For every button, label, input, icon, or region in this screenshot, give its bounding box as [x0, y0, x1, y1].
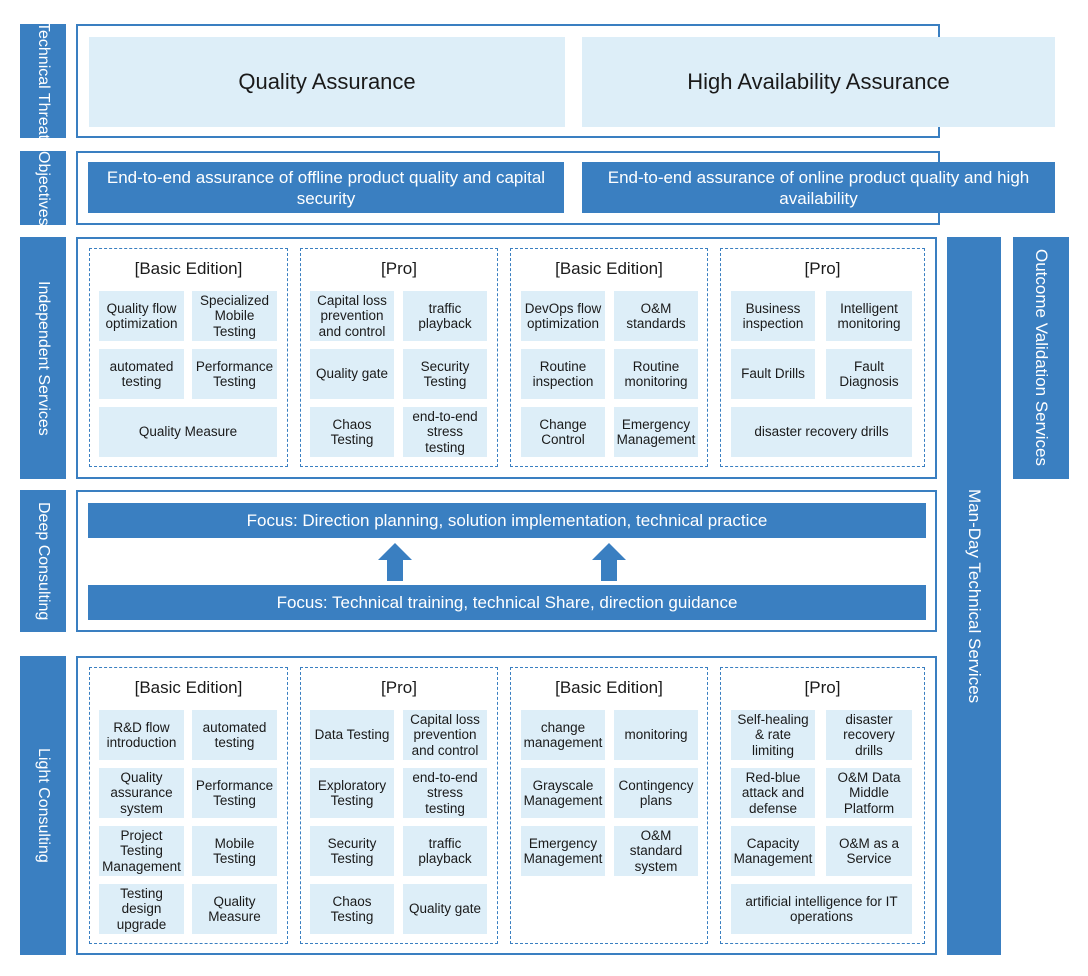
group-title: [Basic Edition] [555, 678, 663, 697]
service-cell: Red-blue attack and defense [731, 768, 815, 818]
service-cell: Emergency Management [614, 407, 698, 457]
service-cell: Mobile Testing [192, 826, 277, 876]
focus-top-bar: Focus: Direction planning, solution impl… [88, 503, 926, 538]
service-cell: change management [521, 710, 605, 760]
group-title: [Pro] [804, 678, 841, 697]
service-cell: Chaos Testing [310, 884, 394, 934]
service-cell: Quality Measure [192, 884, 277, 934]
service-cell: automated testing [99, 349, 184, 399]
service-cell: Testing design upgrade [99, 884, 184, 934]
service-cell: Routine inspection [521, 349, 605, 399]
service-cell: Quality flow optimization [99, 291, 184, 341]
up-arrow-icon [378, 543, 412, 581]
light-group-pro-1: [Pro] Data Testing Capital loss preventi… [300, 667, 498, 944]
service-cell: O&M standards [614, 291, 698, 341]
group-title: [Pro] [381, 259, 417, 278]
service-cell: Chaos Testing [310, 407, 394, 457]
threat-high-availability: High Availability Assurance [582, 37, 1055, 127]
threat-quality-assurance: Quality Assurance [89, 37, 565, 127]
service-cell: Intelligent monitoring [826, 291, 912, 341]
independent-group-pro-1: [Pro] Capital loss prevention and contro… [300, 248, 498, 467]
service-cell: end-to-end stress testing [403, 768, 487, 818]
service-cell: Capital loss prevention and control [403, 710, 487, 760]
outcome-validation-services: Outcome Validation Services [1013, 237, 1069, 479]
group-title: [Basic Edition] [555, 259, 663, 278]
service-cell: R&D flow introduction [99, 710, 184, 760]
service-cell: O&M Data Middle Platform [826, 768, 912, 818]
service-cell: artificial intelligence for IT operation… [731, 884, 912, 934]
group-title: [Pro] [381, 678, 417, 697]
service-cell: O&M standard system [614, 826, 698, 876]
objective-online: End-to-end assurance of online product q… [582, 162, 1055, 213]
service-cell: Emergency Management [521, 826, 605, 876]
row-label-technical-threat: Technical Threat [20, 22, 66, 140]
row-label-objectives: Objectives [20, 151, 66, 225]
group-title: [Pro] [804, 259, 841, 278]
service-cell: Fault Drills [731, 349, 815, 399]
objective-offline: End-to-end assurance of offline product … [88, 162, 564, 213]
service-cell: monitoring [614, 710, 698, 760]
service-cell: Quality assurance system [99, 768, 184, 818]
service-cell: Fault Diagnosis [826, 349, 912, 399]
service-cell: traffic playback [403, 291, 487, 341]
group-title: [Basic Edition] [134, 678, 243, 697]
service-cell: traffic playback [403, 826, 487, 876]
light-group-basic-1: [Basic Edition] R&D flow introduction au… [89, 667, 288, 944]
service-cell: Performance Testing [192, 768, 277, 818]
service-cell: Specialized Mobile Testing [192, 291, 277, 341]
service-cell: DevOps flow optimization [521, 291, 605, 341]
service-cell: Quality gate [310, 349, 394, 399]
service-cell: Quality Measure [99, 407, 277, 457]
row-label-deep-consulting: Deep Consulting [20, 490, 66, 632]
service-cell: Capacity Management [731, 826, 815, 876]
up-arrow-icon [592, 543, 626, 581]
service-cell: Quality gate [403, 884, 487, 934]
service-cell: Grayscale Management [521, 768, 605, 818]
service-cell: Exploratory Testing [310, 768, 394, 818]
service-cell: Routine monitoring [614, 349, 698, 399]
service-cell: Security Testing [403, 349, 487, 399]
service-cell: Self-healing & rate limiting [731, 710, 815, 760]
group-title: [Basic Edition] [134, 259, 243, 278]
service-cell: O&M as a Service [826, 826, 912, 876]
service-cell: Business inspection [731, 291, 815, 341]
service-cell: Contingency plans [614, 768, 698, 818]
service-cell: Performance Testing [192, 349, 277, 399]
row-label-independent-services: Independent Services [20, 237, 66, 479]
man-day-technical-services: Man-Day Technical Services [947, 237, 1001, 955]
service-cell: Project Testing Management [99, 826, 184, 876]
independent-group-pro-2: [Pro] Business inspection Intelligent mo… [720, 248, 925, 467]
service-cell: Capital loss prevention and control [310, 291, 394, 341]
service-cell: disaster recovery drills [731, 407, 912, 457]
service-cell: disaster recovery drills [826, 710, 912, 760]
independent-group-basic-2: [Basic Edition] DevOps flow optimization… [510, 248, 708, 467]
service-cell: Data Testing [310, 710, 394, 760]
service-cell: Security Testing [310, 826, 394, 876]
row-label-light-consulting: Light Consulting [20, 656, 66, 955]
focus-bottom-bar: Focus: Technical training, technical Sha… [88, 585, 926, 620]
service-cell: Change Control [521, 407, 605, 457]
independent-group-basic-1: [Basic Edition] Quality flow optimizatio… [89, 248, 288, 467]
light-group-pro-2: [Pro] Self-healing & rate limiting disas… [720, 667, 925, 944]
service-cell: automated testing [192, 710, 277, 760]
light-group-basic-2: [Basic Edition] change management monito… [510, 667, 708, 944]
service-cell: end-to-end stress testing [403, 407, 487, 457]
